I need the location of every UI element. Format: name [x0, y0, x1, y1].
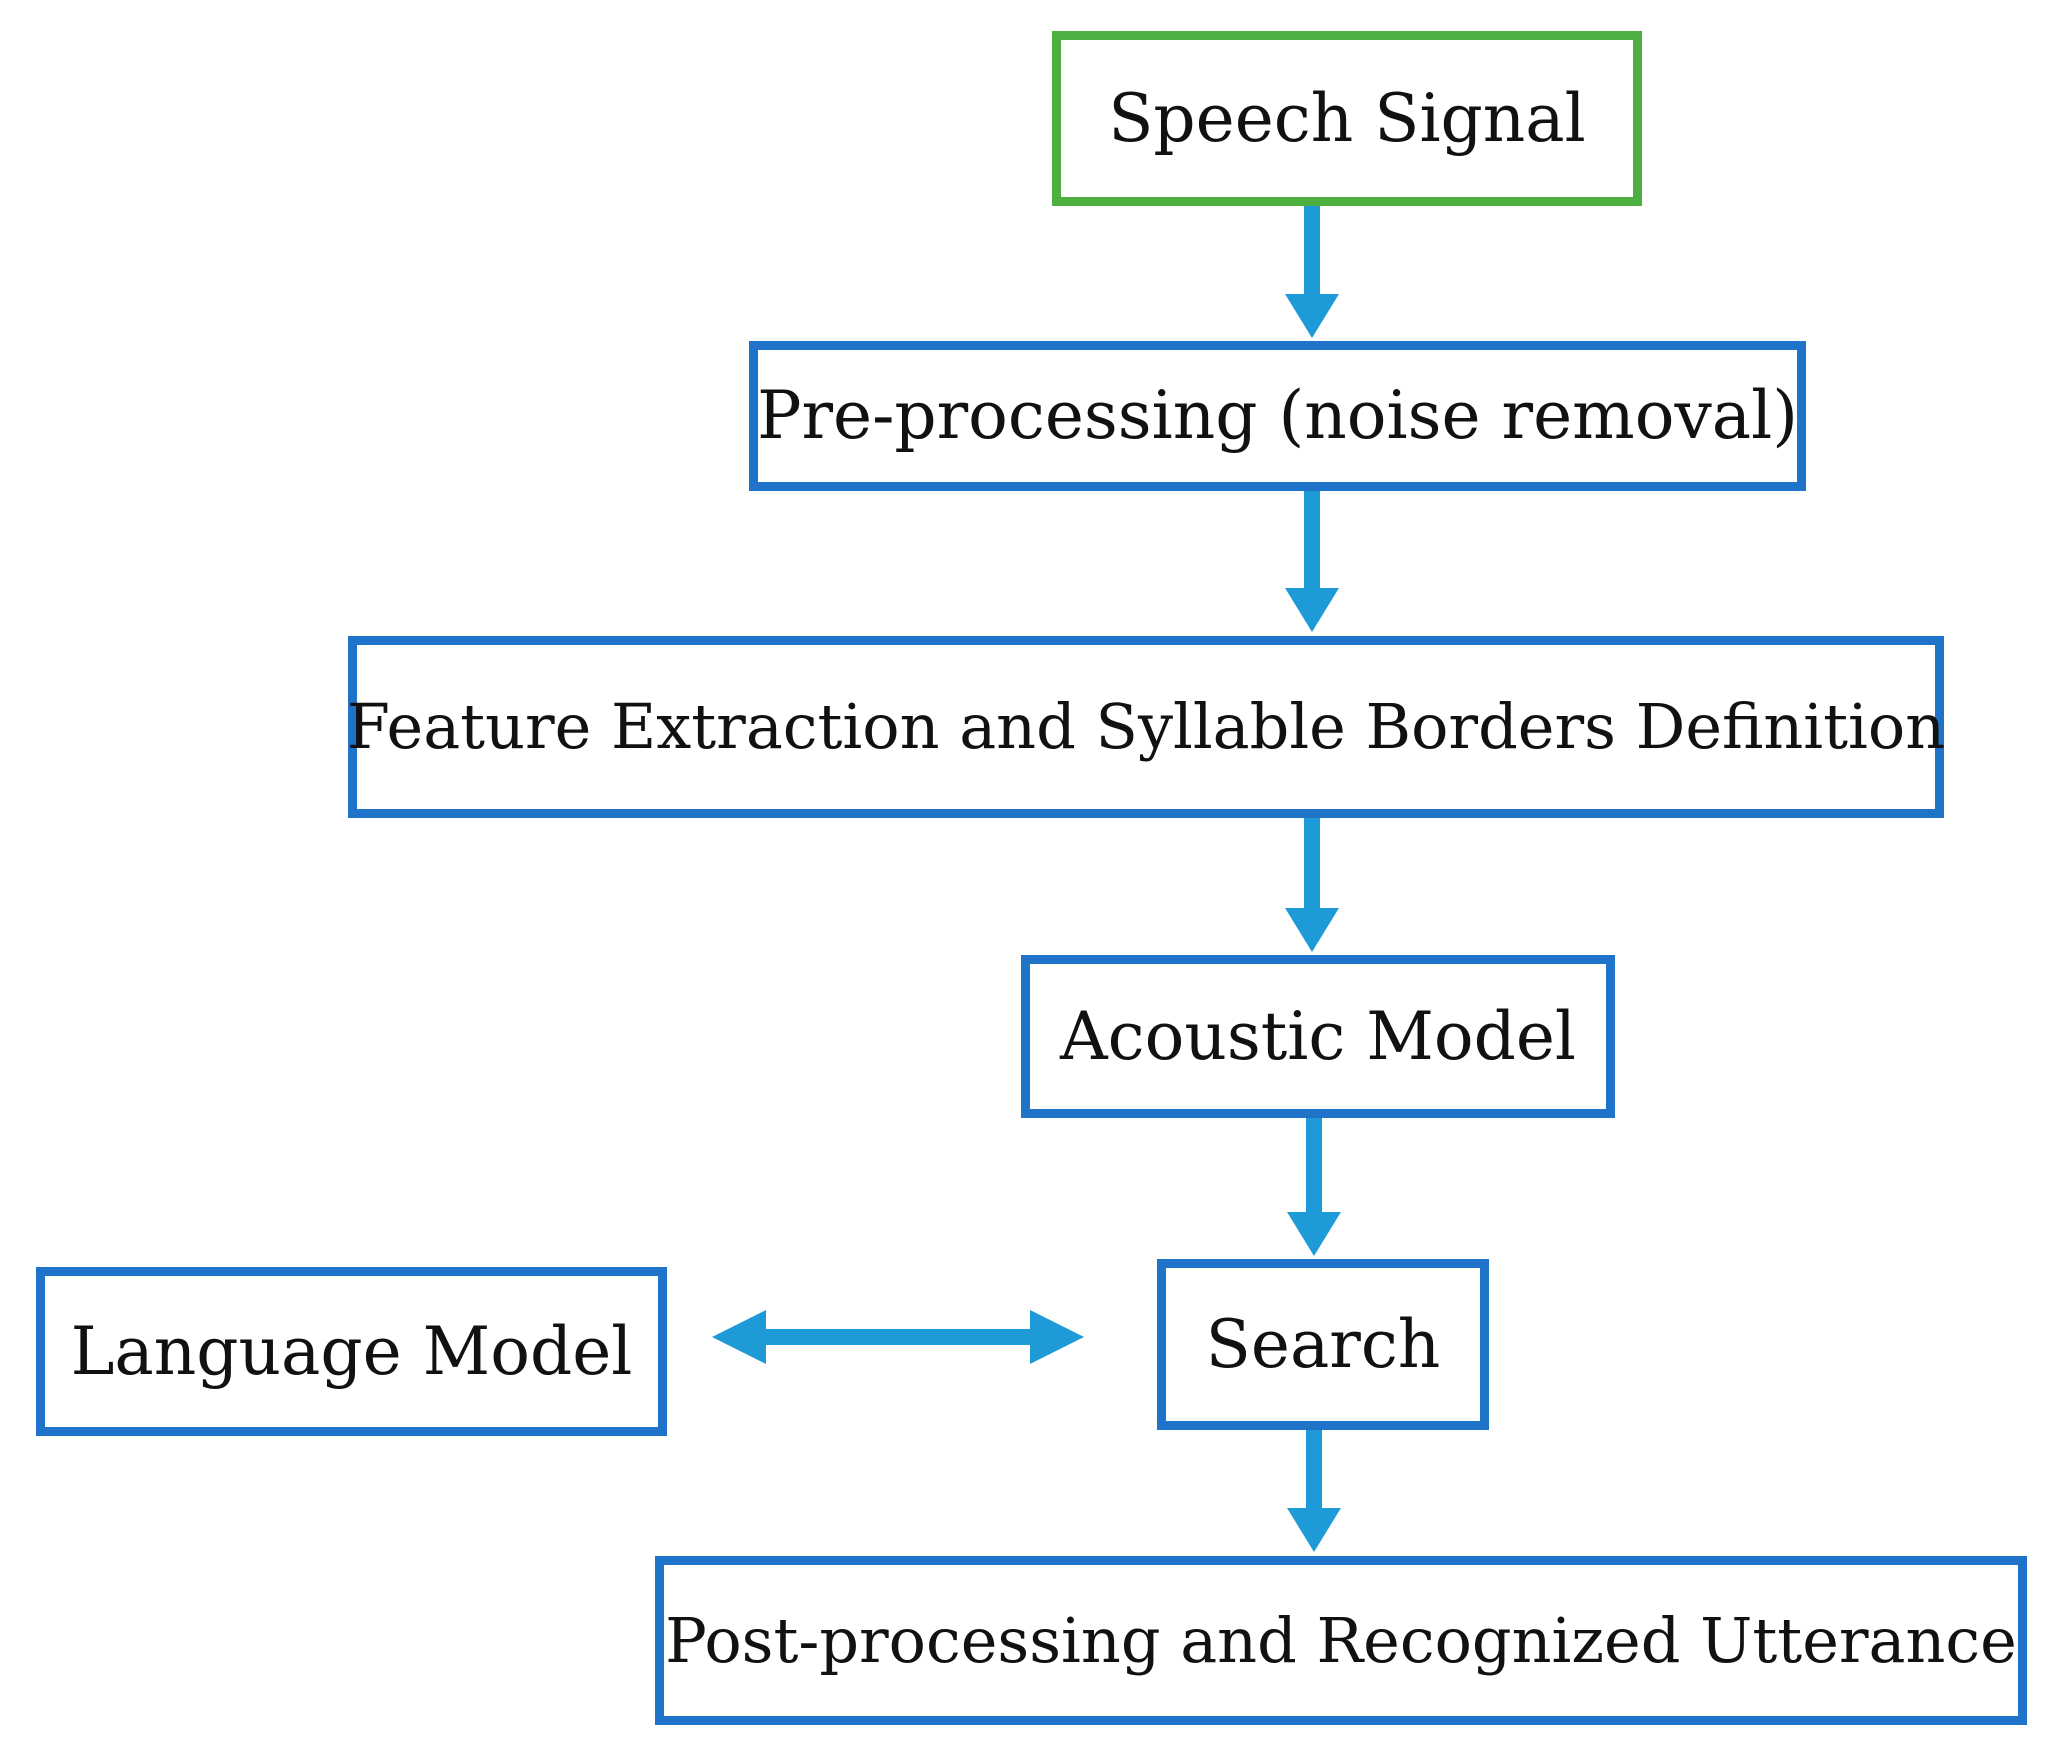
node-feature-extraction-label: Feature Extraction and Syllable Borders … [346, 690, 1946, 763]
node-preprocessing-label: Pre-processing (noise removal) [757, 377, 1798, 454]
node-acoustic-model: Acoustic Model [1021, 955, 1615, 1118]
node-speech-signal: Speech Signal [1052, 31, 1642, 206]
arrow-feature-to-acoustic-head [1285, 908, 1339, 952]
node-feature-extraction: Feature Extraction and Syllable Borders … [346, 636, 1946, 818]
arrow-preprocessing-to-feature-head [1285, 588, 1339, 632]
node-language-model-label: Language Model [70, 1312, 633, 1390]
node-speech-signal-label: Speech Signal [1108, 79, 1586, 157]
arrow-search-to-post-head [1287, 1508, 1341, 1552]
node-acoustic-model-label: Acoustic Model [1059, 997, 1577, 1075]
node-preprocessing: Pre-processing (noise removal) [749, 341, 1806, 491]
arrow-speech-to-preprocessing-head [1285, 294, 1339, 338]
arrow-language-search-right-head [1030, 1310, 1084, 1364]
node-search-label: Search [1205, 1305, 1441, 1383]
arrow-acoustic-to-search-head [1287, 1212, 1341, 1256]
node-post-processing-label: Post-processing and Recognized Utterance [665, 1603, 2017, 1677]
node-language-model: Language Model [36, 1267, 667, 1436]
node-post-processing: Post-processing and Recognized Utterance [655, 1556, 2027, 1725]
arrow-language-search-left-head [712, 1310, 766, 1364]
node-search: Search [1157, 1259, 1489, 1430]
